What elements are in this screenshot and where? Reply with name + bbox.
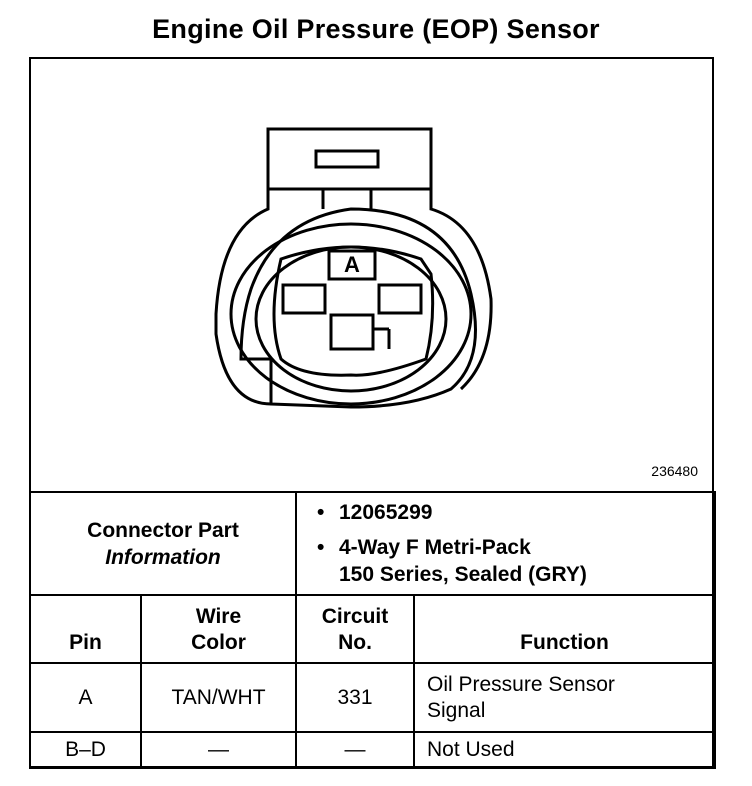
- connector-outer-shell: [214, 189, 477, 409]
- pin-cell: B–D: [29, 731, 142, 769]
- pin-cell: A: [29, 662, 142, 733]
- cavity-a: [327, 249, 377, 281]
- connector-chart-frame: A 236480 Connector Part Information • 12…: [29, 57, 717, 769]
- cavity-c: [329, 313, 375, 351]
- part-number-item: • 12065299: [317, 499, 714, 526]
- page-title: Engine Oil Pressure (EOP) Sensor: [152, 14, 600, 44]
- connector-part-label-line1: Connector Part: [87, 518, 239, 542]
- cavity-a-label: A: [344, 252, 360, 277]
- lock-tab-slot: [314, 149, 380, 169]
- cavity-d: [377, 283, 423, 315]
- pinout-table: Connector Part Information • 12065299 • …: [29, 491, 717, 769]
- connector-part-info: • 12065299 • 4-Way F Metri-Pack 150 Seri…: [294, 491, 717, 596]
- part-number: 12065299: [339, 501, 433, 524]
- connector-type: 4-Way F Metri-Pack: [339, 536, 531, 559]
- table-row: B–D — — Not Used: [29, 731, 717, 769]
- wire-color-cell: —: [140, 731, 297, 769]
- bullet-icon: •: [317, 536, 325, 559]
- connector-diagram: A 236480: [31, 59, 712, 492]
- connector-face-illustration: A: [214, 127, 493, 409]
- circuit-cell: 331: [295, 662, 415, 733]
- outer-seal-ring: [229, 222, 473, 406]
- connector-info-row: Connector Part Information • 12065299 • …: [29, 491, 717, 596]
- cavity-b: [281, 283, 327, 315]
- connector-series: 150 Series, Sealed (GRY): [339, 563, 587, 586]
- connector-part-label: Connector Part Information: [29, 491, 297, 596]
- figure-number: 236480: [651, 463, 698, 479]
- terminal-cavity-outline: [272, 245, 435, 377]
- header-pin: Pin: [29, 594, 142, 664]
- header-function: Function: [412, 594, 717, 664]
- lock-tab-housing: [266, 127, 433, 191]
- function-cell: Not Used: [412, 731, 717, 769]
- wire-color-cell: TAN/WHT: [140, 662, 297, 733]
- connector-type-item: • 4-Way F Metri-Pack 150 Series, Sealed …: [317, 534, 714, 588]
- bullet-icon: •: [317, 501, 325, 524]
- circuit-cell: —: [295, 731, 415, 769]
- connector-part-label-line2: Information: [105, 545, 221, 569]
